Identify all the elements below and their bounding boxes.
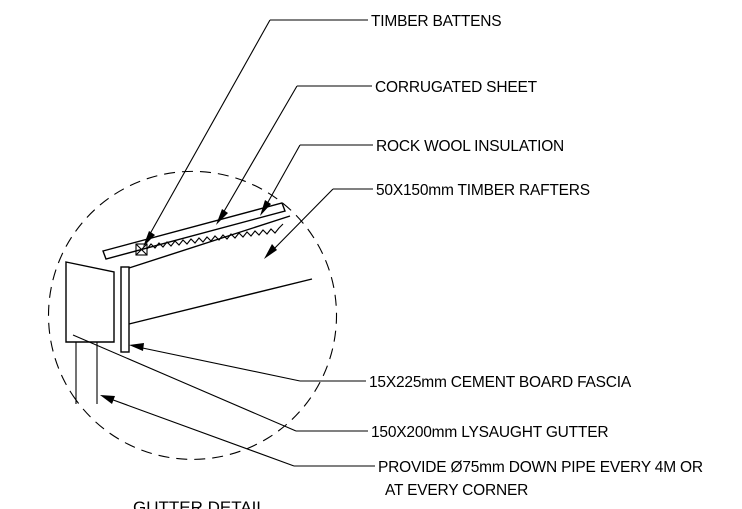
leader-downpipe (100, 395, 375, 467)
leader-battens (143, 19, 368, 247)
timber-batten (135, 243, 148, 256)
corrugated-sheet (102, 202, 286, 260)
leader-gutter (72, 334, 368, 432)
drawing-title: GUTTER DETAIL (133, 498, 266, 509)
label-lysaught-gutter: 150X200mm LYSAUGHT GUTTER (371, 424, 608, 441)
lysaught-gutter (65, 261, 115, 343)
label-timber-rafters: 50X150mm TIMBER RAFTERS (376, 182, 590, 199)
label-down-pipe-line-2: AT EVERY CORNER (385, 482, 528, 499)
leader-insulation (260, 144, 373, 216)
label-timber-battens: TIMBER BATTENS (371, 13, 501, 30)
cement-board-fascia (120, 266, 130, 353)
leader-fascia (129, 343, 366, 382)
detail-circle (47, 170, 338, 460)
label-down-pipe-line-1: PROVIDE Ø75mm DOWN PIPE EVERY 4M OR (378, 459, 703, 476)
rock-wool-insulation (146, 223, 284, 250)
label-rock-wool-insulation: ROCK WOOL INSULATION (376, 138, 564, 155)
leader-sheet (216, 85, 372, 225)
leader-rafters (264, 188, 373, 259)
timber-rafter (128, 215, 313, 325)
down-pipe (75, 342, 98, 404)
label-cement-board-fascia: 15X225mm CEMENT BOARD FASCIA (369, 374, 632, 391)
label-corrugated-sheet: CORRUGATED SHEET (375, 79, 538, 96)
